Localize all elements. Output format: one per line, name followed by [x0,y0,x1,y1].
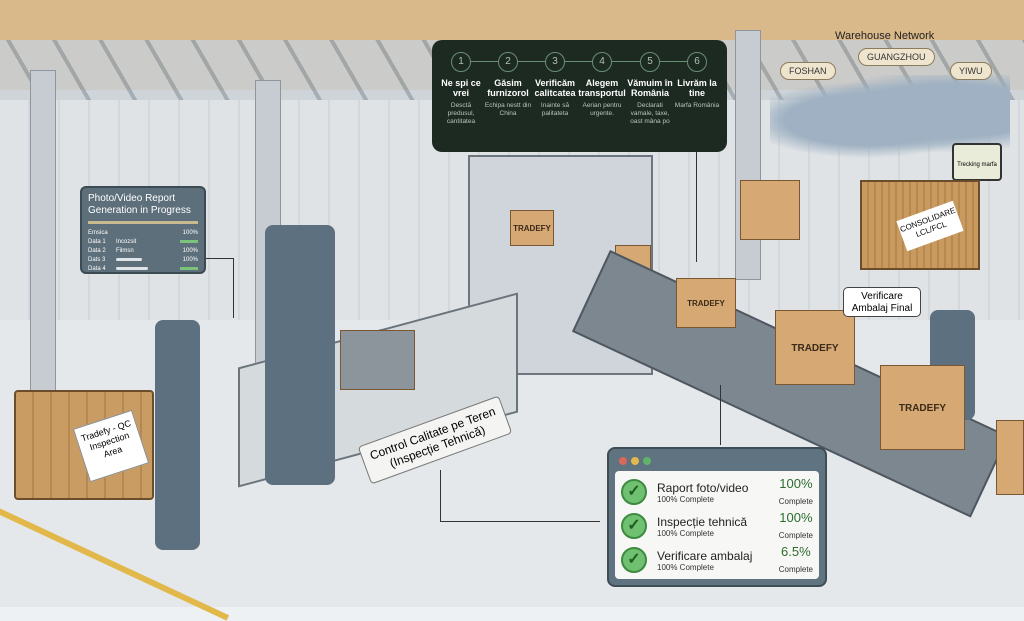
arrow-line [720,385,721,445]
check-icon: ✓ [621,513,647,539]
step-title: Vămuim în România [627,78,673,98]
item-pct-label: Complete [778,496,813,506]
report-progress-bar [88,221,198,224]
item-name: Inspecție tehnică [657,514,748,529]
item-pct: 6.5% [781,543,811,559]
report-progress-panel: Photo/Video Report Generation in Progres… [80,186,206,274]
step-title: Livrăm la tine [677,78,717,98]
step-title: Ne spi ce vrei [441,78,481,98]
report-row: Emsica 100% [88,228,198,237]
city-yiwu: YIWU [950,62,992,80]
row-label: Data 1 [88,238,106,245]
step-title: Alegem transportul [578,78,626,98]
report-title: Photo/Video Report Generation in Progres… [88,193,191,216]
arrow-line [233,258,234,318]
row-bar [116,267,148,270]
item-pct: 100% [779,509,813,525]
minimize-dot[interactable] [631,457,639,465]
step-number: 2 [498,52,518,72]
report-row: Data 1 Incozsit [88,237,198,246]
tracking-screen: Trecking marfa [952,143,1002,181]
arrow-line [440,470,441,522]
item-name: Raport foto/video [657,480,749,495]
row-pct: 100% [182,229,198,236]
pillar [30,70,56,410]
worker-inspecting [265,225,335,485]
step-desc: Declarati vamale, taxe, oast mâna po [630,102,670,125]
item-sub: 100% Complete [657,562,714,572]
report-row: Dats 3 100% [88,255,198,264]
arrow-line [440,521,600,522]
close-dot[interactable] [619,457,627,465]
row-pct: 100% [182,247,198,254]
city-guangzhou: GUANGZHOU [858,48,935,66]
row-label: Data 2 [88,247,106,254]
step-desc: Echipa nestt din China [484,102,532,117]
arrow-line [206,258,234,259]
maximize-dot[interactable] [643,457,651,465]
arrow-line [696,152,697,262]
step-number: 1 [451,52,471,72]
item-pct-label: Complete [778,564,813,574]
step-desc: Marfa România [674,102,720,109]
step-title: Verificăm calitcatea [534,78,576,98]
packaging-check-label: Verificare Ambalaj Final [843,287,921,317]
row-bar [180,240,198,243]
box: TRADEFY [676,278,736,328]
check-icon: ✓ [621,479,647,505]
step-number: 5 [640,52,660,72]
box: TRADEFY [775,310,855,385]
box: TRADEFY [510,210,554,246]
item-pct: 100% [779,475,813,491]
item-sub: 100% Complete [657,494,714,504]
step-number: 4 [592,52,612,72]
row-value: Filmsn [116,247,134,254]
box-stack [740,180,800,240]
steps-connector [460,61,700,62]
check-icon: ✓ [621,547,647,573]
step-number: 3 [545,52,565,72]
electronic-device [340,330,415,390]
item-name: Verificare ambalaj [657,548,753,563]
row-label: Dats 3 [88,256,106,263]
step-desc: Desctă predusul, cantitatea [446,102,476,125]
box: TRADEFY [880,365,965,450]
row-label: Emsica [88,229,108,236]
report-row: Data 2 Filmsn 100% [88,246,198,255]
box [996,420,1024,495]
row-pct: 100% [182,256,198,263]
step-desc: Aerian pentru urgente. [582,102,622,117]
step-title: Găsim furnizorol [487,78,529,98]
pillar [735,30,761,280]
step-number: 6 [687,52,707,72]
row-bar [116,258,142,261]
window-controls [619,457,651,465]
tracking-label: Trecking marfa [957,162,997,168]
city-foshan: FOSHAN [780,62,836,80]
row-bar [180,267,198,270]
report-row: Data 4 [88,264,198,273]
row-label: Data 4 [88,265,106,272]
warehouse-network-title: Warehouse Network [835,30,935,42]
item-pct-label: Complete [778,530,813,540]
item-sub: 100% Complete [657,528,714,538]
row-value: Incozsit [116,238,137,245]
worker-filming [155,320,200,550]
step-desc: Inainte să palitateta [540,102,570,117]
